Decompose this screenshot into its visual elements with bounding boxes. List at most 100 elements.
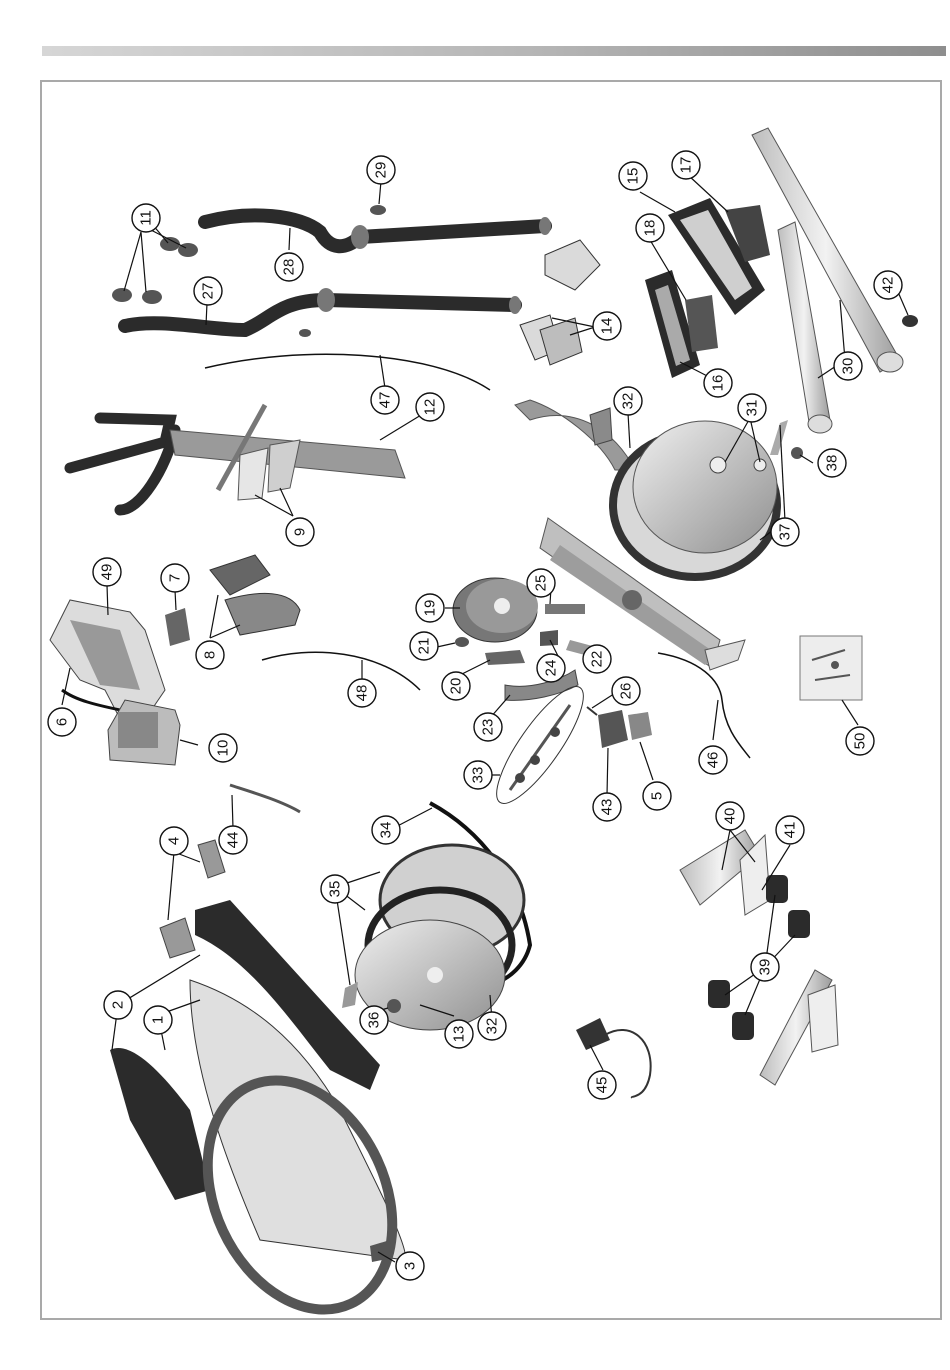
nut <box>299 329 311 337</box>
callout-27: 27 <box>194 277 222 305</box>
svg-text:30: 30 <box>840 358 857 375</box>
svg-text:40: 40 <box>722 808 739 825</box>
callout-3: 3 <box>396 1252 424 1280</box>
callout-20: 20 <box>442 672 470 700</box>
callout-47: 47 <box>371 386 399 414</box>
cap-42 <box>902 315 918 327</box>
callout-19: 19 <box>416 594 444 622</box>
nut-38 <box>791 447 803 459</box>
svg-text:35: 35 <box>327 881 344 898</box>
svg-text:42: 42 <box>880 277 897 294</box>
svg-text:6: 6 <box>54 718 71 726</box>
console-6-49 <box>50 600 165 715</box>
svg-text:17: 17 <box>678 157 695 174</box>
callout-50: 50 <box>846 727 874 755</box>
pulley-19 <box>453 578 538 642</box>
callout-32-lower: 32 <box>478 1012 506 1040</box>
svg-text:28: 28 <box>281 259 298 276</box>
svg-text:22: 22 <box>589 651 606 668</box>
svg-text:2: 2 <box>110 1001 127 1009</box>
part-35b <box>342 982 358 1008</box>
svg-text:13: 13 <box>451 1026 468 1043</box>
svg-text:18: 18 <box>642 220 659 237</box>
svg-text:44: 44 <box>225 832 242 849</box>
callout-9: 9 <box>286 518 314 546</box>
svg-text:14: 14 <box>599 318 616 335</box>
part-21 <box>455 637 469 647</box>
svg-text:16: 16 <box>710 375 727 392</box>
callout-26: 26 <box>612 677 640 705</box>
hardware-bag-50 <box>800 636 862 700</box>
callout-24: 24 <box>537 654 565 682</box>
svg-text:5: 5 <box>649 792 666 800</box>
svg-text:29: 29 <box>373 162 390 179</box>
svg-text:33: 33 <box>470 767 487 784</box>
callout-37: 37 <box>771 518 799 546</box>
callout-32-upper: 32 <box>614 387 642 415</box>
callout-44: 44 <box>219 826 247 854</box>
svg-text:24: 24 <box>543 660 560 677</box>
part-20 <box>485 650 525 665</box>
part-8 <box>210 555 300 635</box>
svg-text:20: 20 <box>448 678 465 695</box>
handlebar-27 <box>125 288 521 330</box>
svg-text:46: 46 <box>705 752 722 769</box>
svg-text:48: 48 <box>354 685 371 702</box>
svg-text:1: 1 <box>150 1016 167 1024</box>
svg-text:19: 19 <box>422 600 439 617</box>
svg-text:37: 37 <box>777 524 794 541</box>
callout-2: 2 <box>104 991 132 1019</box>
callout-14: 14 <box>593 312 621 340</box>
callout-38: 38 <box>818 449 846 477</box>
callout-34: 34 <box>372 816 400 844</box>
svg-text:49: 49 <box>99 564 116 581</box>
callout-12: 12 <box>416 393 444 421</box>
svg-text:10: 10 <box>215 740 232 757</box>
callout-41: 41 <box>776 816 804 844</box>
callout-30: 30 <box>834 352 862 380</box>
brackets-14 <box>520 240 600 365</box>
svg-text:43: 43 <box>599 799 616 816</box>
callout-33: 33 <box>464 761 492 789</box>
svg-text:32: 32 <box>620 393 637 410</box>
callout-49: 49 <box>93 558 121 586</box>
svg-text:23: 23 <box>480 719 497 736</box>
svg-text:39: 39 <box>757 959 774 976</box>
callout-6: 6 <box>48 708 76 736</box>
svg-text:47: 47 <box>377 392 394 409</box>
svg-text:7: 7 <box>167 574 184 582</box>
callout-5: 5 <box>643 782 671 810</box>
part-36 <box>387 999 401 1013</box>
callout-45: 45 <box>588 1071 616 1099</box>
callout-7: 7 <box>161 564 189 592</box>
svg-text:41: 41 <box>782 822 799 839</box>
parts-43-5 <box>587 707 652 748</box>
callout-36: 36 <box>360 1006 388 1034</box>
svg-text:15: 15 <box>625 168 642 185</box>
callout-23: 23 <box>474 713 502 741</box>
svg-text:36: 36 <box>366 1012 383 1029</box>
part-25 <box>545 604 585 614</box>
svg-text:32: 32 <box>484 1018 501 1035</box>
part-4 <box>160 918 195 958</box>
callout-17: 17 <box>672 151 700 179</box>
part-7 <box>165 608 190 646</box>
part-24 <box>540 630 558 646</box>
callout-11: 11 <box>132 204 160 232</box>
callout-4: 4 <box>160 827 188 855</box>
callout-40: 40 <box>716 802 744 830</box>
svg-text:27: 27 <box>200 283 217 300</box>
svg-text:38: 38 <box>824 455 841 472</box>
callout-15: 15 <box>619 162 647 190</box>
svg-text:31: 31 <box>744 400 761 417</box>
bolt-37 <box>770 420 788 455</box>
callout-10: 10 <box>209 734 237 762</box>
handlebar-28 <box>205 215 551 249</box>
callout-39: 39 <box>751 953 779 981</box>
callout-25: 25 <box>527 569 555 597</box>
callout-48: 48 <box>348 679 376 707</box>
callout-22: 22 <box>583 645 611 673</box>
callout-8: 8 <box>196 641 224 669</box>
svg-text:3: 3 <box>402 1262 419 1270</box>
